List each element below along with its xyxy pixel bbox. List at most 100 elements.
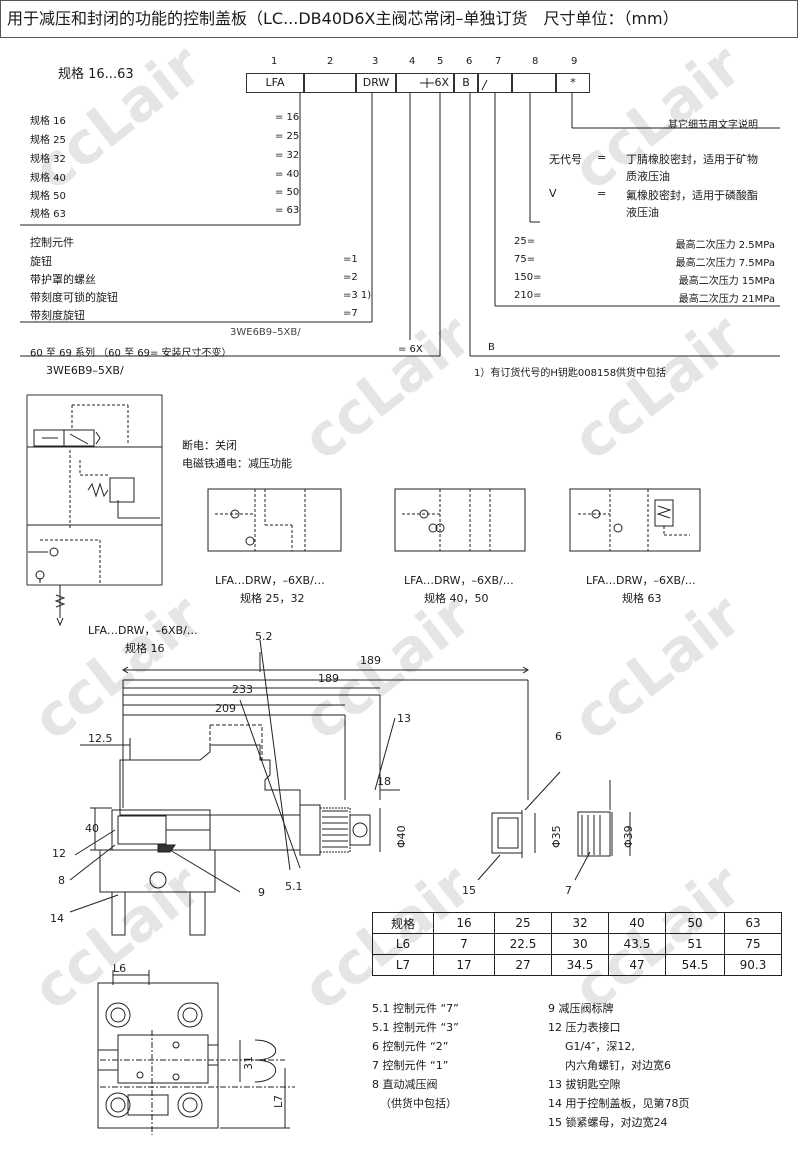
valve-code: 3WE6B9–5XB/ [46,364,124,377]
pressure-text: 最高二次压力 2.5MPa [675,240,775,251]
callout-14: 14 [50,912,64,925]
caption-2532: LFA…DRW，–6XB/… [215,574,325,587]
size-label: 规格 16 [30,116,66,127]
desc-energized: 电磁铁通电：减压功能 [182,457,292,470]
size-label: 规格 40 [30,173,66,184]
legend-item: （供货中包括） [380,1097,457,1110]
caption-16: LFA…DRW，–6XB/… [88,624,198,637]
callout-9: 9 [258,886,265,899]
caption-63: LFA…DRW，–6XB/… [586,574,696,587]
legend-item: 9 减压阀标牌 [548,1002,614,1015]
size-eq: = 50 [275,187,300,198]
table-cell: 25 [494,912,552,934]
seal-code: 无代号 [549,153,582,166]
size-2532: 规格 25，32 [240,592,305,605]
table-cell: 54.5 [665,954,725,976]
dim-40: 40 [85,822,99,835]
legend-item: 7 控制元件 “1” [372,1059,449,1072]
callout-7: 7 [565,884,572,897]
callout-15: 15 [462,884,476,897]
legend-item: 8 直动减压阀 [372,1078,438,1091]
size-label: 规格 63 [30,209,66,220]
table-cell: 32 [551,912,609,934]
series-b: B [488,342,495,353]
page-title: 用于减压和封闭的功能的控制盖板（LC...DB40D6X主阀芯常闭–单独订货 尺… [0,0,798,38]
legend-item: 内六角螺钉，对边宽6 [565,1059,671,1072]
code-pos-4: 4 [409,56,416,67]
callout-5-1: 5.1 [285,880,303,893]
size-eq: = 16 [275,112,300,123]
size-range-label: 规格 16...63 [58,67,134,82]
dim-18: 18 [377,775,391,788]
seal-eq: = [597,187,607,200]
pressure-code: 210= [514,290,542,301]
pressure-code: 150= [514,272,542,283]
seal-text: 氟橡胶密封，适用于磷酸酯 [626,189,758,202]
dim-189-inner: 189 [318,672,339,685]
table-cell: 90.3 [724,954,782,976]
legend-item: 15 锁紧螺母，对边宽24 [548,1116,668,1129]
control-item: 带护罩的螺丝 [30,273,96,286]
dimension-table: 规格 16 25 32 40 50 63 L6 7 22.5 30 43.5 5… [372,912,782,976]
control-item: 带刻度旋钮 [30,309,85,322]
callout-12: 12 [52,847,66,860]
legend-item: G1/4″，深12, [565,1040,635,1053]
size-eq: = 32 [275,150,300,161]
code-box-1: LFA [246,73,304,93]
code-box-3: DRW [356,73,396,93]
footnote: 1）有订货代号的H钥匙008158供货中包括 [474,368,667,379]
code-pos-7: 7 [495,56,502,67]
size-eq: = 25 [275,131,300,142]
code-box-7 [478,73,512,93]
table-cell: 75 [724,933,782,955]
pressure-text: 最高二次压力 15MPa [678,276,775,287]
series-text: 60 至 69 系列 （60 至 69= 安装尺寸不变） [30,348,232,359]
size-label: 规格 32 [30,154,66,165]
callout-8: 8 [58,874,65,887]
code-box-2 [304,73,356,93]
table-cell: 27 [494,954,552,976]
dim-189-outer: 189 [360,654,381,667]
dim-233: 233 [232,683,253,696]
table-cell: 17 [433,954,495,976]
table-cell: L7 [372,954,434,976]
dim-l6: L6 [113,962,126,975]
code-pos-2: 2 [327,56,334,67]
seal-eq: = [597,151,607,164]
pressure-text: 最高二次压力 21MPa [678,294,775,305]
legend-item: 5.1 控制元件 “3” [372,1021,459,1034]
size-16: 规格 16 [125,642,165,655]
table-cell: 47 [608,954,666,976]
code-box-6: B [454,73,478,93]
seal-text: 液压油 [626,206,659,219]
table-row: 规格 16 25 32 40 50 63 [372,912,782,934]
legend-item: 14 用于控制盖板，见第78页 [548,1097,690,1110]
code-pos-5: 5 [437,56,444,67]
valve-code-upper: 3WE6B9–5XB/ [230,327,301,338]
dim-phi39: Φ39 [622,825,635,848]
desc-off: 断电：关闭 [182,439,237,452]
table-cell: 22.5 [494,933,552,955]
size-eq: = 63 [275,205,300,216]
dim-phi35: Φ35 [550,825,563,848]
legend-item: 13 拔钥匙空隙 [548,1078,621,1091]
size-label: 规格 25 [30,135,66,146]
control-eq: =2 [343,272,358,283]
control-heading: 控制元件 [30,236,74,249]
dim-209: 209 [215,702,236,715]
dim-12-5: 12.5 [88,732,113,745]
control-item: 带刻度可锁的旋钮 [30,291,118,304]
callout-6: 6 [555,730,562,743]
pressure-code: 75= [514,254,536,265]
table-cell: 16 [433,912,495,934]
size-label: 规格 50 [30,191,66,202]
dim-31: 31 [242,1056,255,1070]
seal-code: V [549,187,557,200]
table-cell: 40 [608,912,666,934]
control-item: 旋钮 [30,255,52,268]
legend-item: 12 压力表接口 [548,1021,621,1034]
control-eq: =7 [343,308,358,319]
seal-text: 丁腈橡胶密封，适用于矿物 [626,153,758,166]
control-eq: =3 1) [343,290,372,301]
legend-item: 5.1 控制元件 “7” [372,1002,459,1015]
